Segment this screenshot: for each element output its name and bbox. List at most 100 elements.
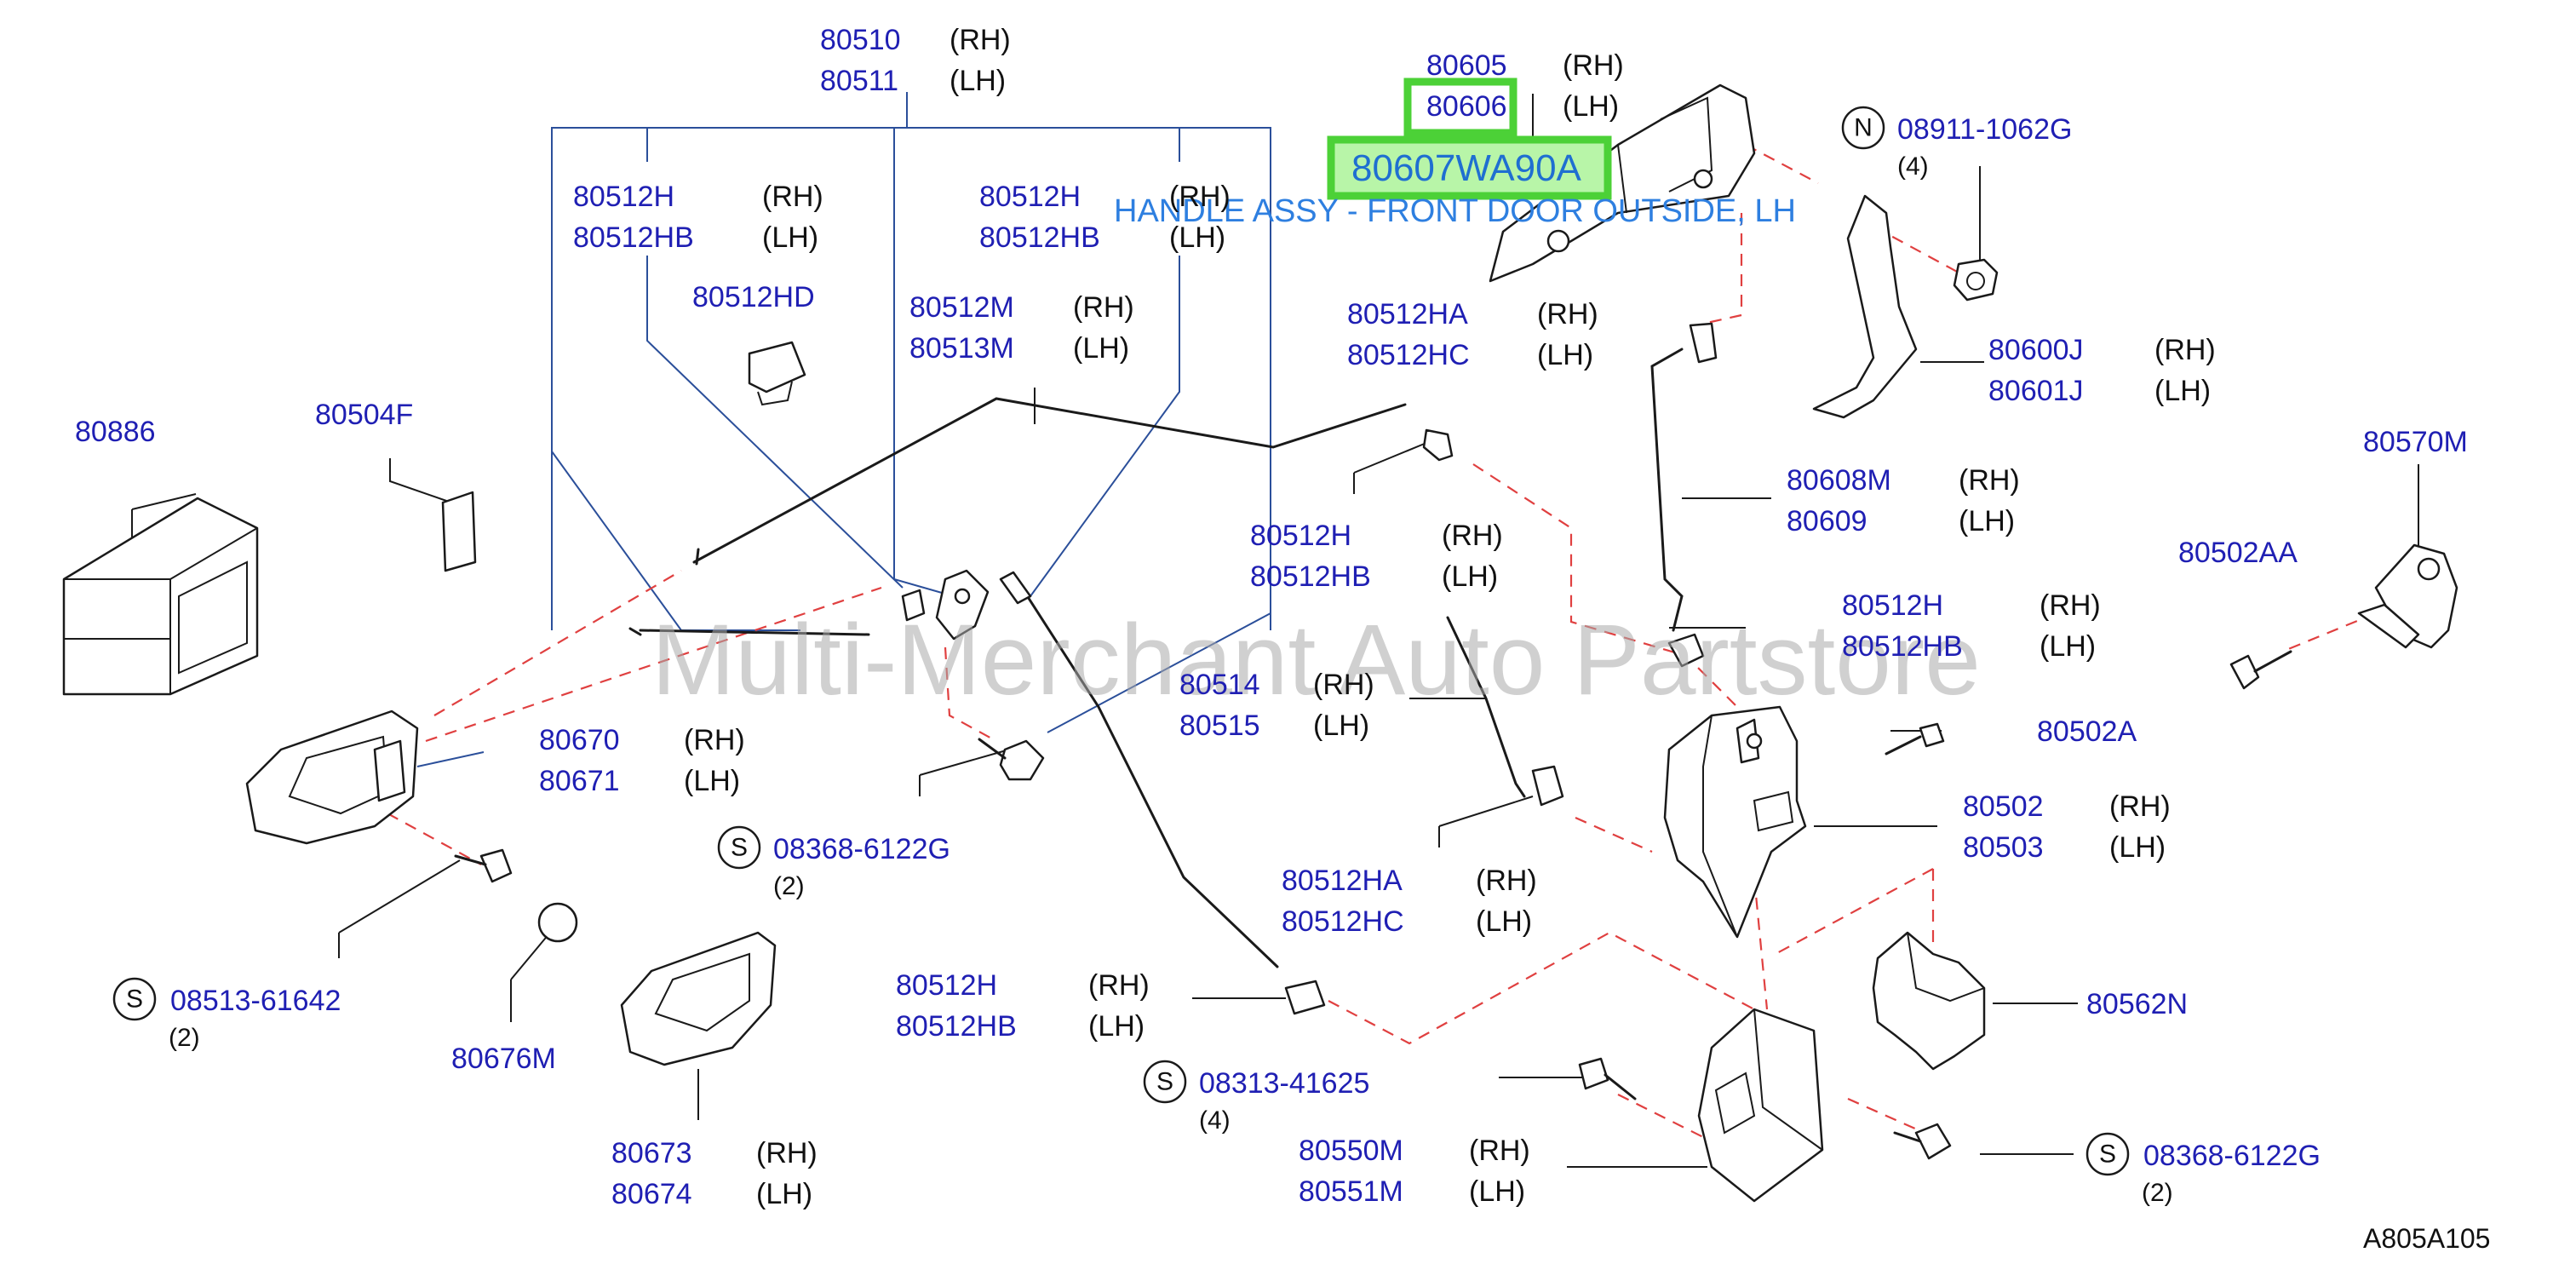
label-80512HB-d[interactable]: 80512HB xyxy=(1842,630,1963,663)
label-80674[interactable]: 80674 xyxy=(611,1178,692,1210)
part-labels: 80510 (RH) 80511 (LH) 80605 (RH) 80606 (… xyxy=(75,24,2490,1254)
label-80511-side: (LH) xyxy=(950,65,1006,97)
label-80676M[interactable]: 80676M xyxy=(451,1043,556,1075)
label-08313-prefix: S xyxy=(1156,1068,1173,1096)
label-80551M[interactable]: 80551M xyxy=(1299,1175,1403,1208)
label-80550M[interactable]: 80550M xyxy=(1299,1135,1403,1167)
part-80673-escutcheon xyxy=(620,931,777,1066)
label-08313-41625[interactable]: 08313-41625 xyxy=(1199,1067,1369,1100)
label-80504F[interactable]: 80504F xyxy=(315,399,413,431)
part-80502-door-lock xyxy=(1663,705,1807,939)
label-80512HA-b[interactable]: 80512HA xyxy=(1282,865,1403,897)
label-80609-side: (LH) xyxy=(1959,505,2015,537)
label-80512H-e[interactable]: 80512H xyxy=(896,969,997,1002)
label-80502[interactable]: 80502 xyxy=(1963,790,2044,823)
label-80514[interactable]: 80514 xyxy=(1179,669,1260,701)
part-bellcrank xyxy=(901,569,990,641)
part-handle-rod xyxy=(999,571,1032,605)
label-80674-side: (LH) xyxy=(756,1178,812,1210)
label-80512HB-c[interactable]: 80512HB xyxy=(1250,560,1371,593)
label-80512M[interactable]: 80512M xyxy=(909,291,1014,324)
label-80512HC-b[interactable]: 80512HC xyxy=(1282,905,1404,938)
label-80502A[interactable]: 80502A xyxy=(2037,715,2137,748)
label-80512HC-a[interactable]: 80512HC xyxy=(1347,339,1470,371)
label-80608M-side: (RH) xyxy=(1959,464,2020,497)
label-80601J-side: (LH) xyxy=(2154,375,2211,407)
black-leader-lines xyxy=(131,94,2419,1168)
label-80605[interactable]: 80605 xyxy=(1426,49,1507,82)
label-08368b-prefix: S xyxy=(2099,1140,2116,1169)
part-08313-screw xyxy=(1578,1057,1637,1100)
label-80512HA-a[interactable]: 80512HA xyxy=(1347,298,1468,330)
highlight-80607WA90A xyxy=(1327,135,1612,200)
label-80512HD[interactable]: 80512HD xyxy=(692,281,815,313)
label-80512H-b[interactable]: 80512H xyxy=(979,181,1081,213)
label-80562N[interactable]: 80562N xyxy=(2086,988,2188,1020)
part-clip-e xyxy=(1284,980,1326,1015)
label-08313-qty: (4) xyxy=(1199,1106,1231,1135)
part-80570M-striker xyxy=(2357,543,2458,649)
label-80512H-e-side: (RH) xyxy=(1088,969,1150,1002)
part-08368-screw-b xyxy=(1893,1123,1952,1160)
label-80512HB-d-side: (LH) xyxy=(2040,630,2096,663)
prefix-circle-S-a xyxy=(717,825,761,870)
label-80502AA[interactable]: 80502AA xyxy=(2178,537,2298,569)
label-80570M[interactable]: 80570M xyxy=(2363,426,2468,458)
label-80608M[interactable]: 80608M xyxy=(1787,464,1891,497)
label-80502-side: (RH) xyxy=(2109,790,2171,823)
label-80512H-a[interactable]: 80512H xyxy=(573,181,674,213)
label-08513-61642[interactable]: 08513-61642 xyxy=(170,985,341,1017)
part-80550M-actuator xyxy=(1697,1008,1824,1203)
label-08368-6122G-b[interactable]: 08368-6122G xyxy=(2143,1140,2321,1172)
label-80670[interactable]: 80670 xyxy=(539,724,620,756)
label-08911-1062G[interactable]: 08911-1062G xyxy=(1897,113,2072,146)
label-80503-side: (LH) xyxy=(2109,831,2166,864)
label-80551M-side: (LH) xyxy=(1469,1175,1525,1208)
label-80670-side: (RH) xyxy=(684,724,745,756)
label-80510[interactable]: 80510 xyxy=(820,24,901,56)
label-80886[interactable]: 80886 xyxy=(75,416,156,448)
label-80512HB-b-side: (LH) xyxy=(1169,221,1225,254)
label-80515-side: (LH) xyxy=(1313,710,1369,742)
part-80600J-bracket xyxy=(1812,194,1918,419)
label-80607WA90A[interactable]: 80607WA90A xyxy=(1351,147,1582,189)
label-80512HB-e-side: (LH) xyxy=(1088,1010,1145,1043)
part-08911-nut xyxy=(1953,258,1999,302)
part-80504F-pad xyxy=(441,491,477,572)
label-80671[interactable]: 80671 xyxy=(539,765,620,797)
label-80512HB-b[interactable]: 80512HB xyxy=(979,221,1100,254)
label-80513M[interactable]: 80513M xyxy=(909,332,1014,365)
label-80512HC-b-side: (LH) xyxy=(1476,905,1532,938)
label-80503[interactable]: 80503 xyxy=(1963,831,2044,864)
label-80512H-a-side: (RH) xyxy=(762,181,823,213)
label-80605-side: (RH) xyxy=(1563,49,1624,82)
highlight-80606 xyxy=(1403,78,1517,137)
label-80673[interactable]: 80673 xyxy=(611,1137,692,1169)
label-80512HB-e[interactable]: 80512HB xyxy=(896,1010,1017,1043)
label-80600J[interactable]: 80600J xyxy=(1988,334,2084,366)
dashed-assembly-lines xyxy=(387,144,2377,1142)
label-08368a-qty: (2) xyxy=(773,872,805,900)
label-80512H-d[interactable]: 80512H xyxy=(1842,589,1943,622)
part-clip-c xyxy=(1667,633,1705,668)
label-80606[interactable]: 80606 xyxy=(1426,90,1507,123)
label-80511[interactable]: 80511 xyxy=(820,65,898,97)
label-08513-prefix: S xyxy=(126,985,143,1014)
label-80671-side: (LH) xyxy=(684,765,740,797)
label-80512HC-a-side: (LH) xyxy=(1537,339,1593,371)
part-80670-inside-handle xyxy=(245,710,419,845)
tooltip-part-description: HANDLE ASSY - FRONT DOOR OUTSIDE, LH xyxy=(1114,193,1796,229)
label-08368-6122G-a[interactable]: 08368-6122G xyxy=(773,833,950,865)
label-80512HA-b-side: (RH) xyxy=(1476,865,1537,897)
label-80601J[interactable]: 80601J xyxy=(1988,375,2084,407)
label-80512HB-a[interactable]: 80512HB xyxy=(573,221,694,254)
label-80514-side: (RH) xyxy=(1313,669,1374,701)
label-80550M-side: (RH) xyxy=(1469,1135,1530,1167)
label-80515[interactable]: 80515 xyxy=(1179,710,1260,742)
label-80512H-b-side: (RH) xyxy=(1169,181,1231,213)
label-80673-side: (RH) xyxy=(756,1137,818,1169)
part-80502A-screw xyxy=(1885,722,1945,756)
label-80512H-c[interactable]: 80512H xyxy=(1250,520,1351,552)
label-80609[interactable]: 80609 xyxy=(1787,505,1867,537)
